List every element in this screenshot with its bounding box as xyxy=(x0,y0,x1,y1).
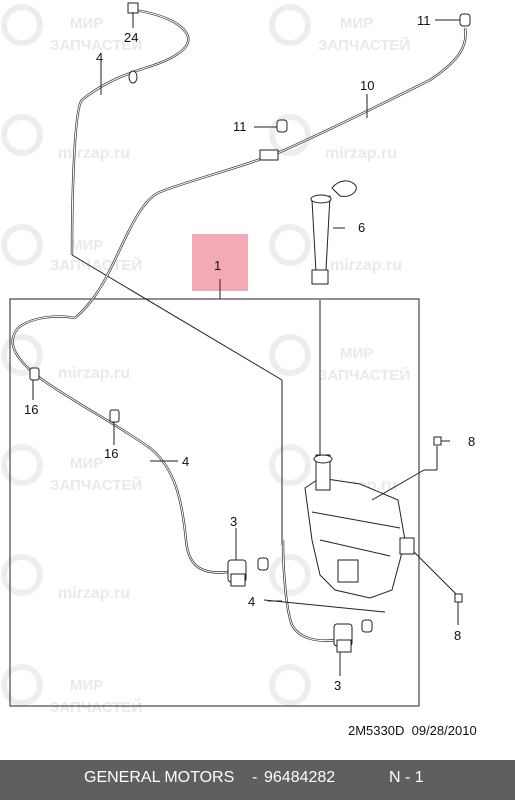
leader-line xyxy=(413,551,459,597)
nozzle[interactable] xyxy=(276,119,288,133)
callout-4[interactable]: 4 xyxy=(248,594,255,609)
watermark-layer: МИР ЗАПЧАСТЕЙ МИР ЗАПЧАСТЕЙ mirzap.ru mi… xyxy=(1,4,410,716)
footer-separator: - xyxy=(252,769,258,786)
hose-10[interactable] xyxy=(74,27,467,319)
hose-connector[interactable] xyxy=(259,149,279,161)
top-nozzle-connector[interactable] xyxy=(127,2,139,14)
nozzle[interactable] xyxy=(459,13,471,27)
hose-clip[interactable] xyxy=(29,367,40,381)
callout-11[interactable]: 11 xyxy=(233,119,247,134)
callout-3[interactable]: 3 xyxy=(334,678,341,693)
watermark-text: mirzap.ru xyxy=(325,145,397,162)
drawing-date: 09/28/2010 xyxy=(411,723,477,738)
watermark-text: mirzap.ru xyxy=(58,365,130,382)
watermark-logo-icon xyxy=(1,4,311,706)
watermark-text: ЗАПЧАСТЕЙ xyxy=(318,36,410,54)
callout-11[interactable]: 11 xyxy=(417,13,431,28)
washer-pump[interactable] xyxy=(227,557,269,587)
leader-line xyxy=(263,599,386,613)
hose-joint[interactable] xyxy=(128,70,138,84)
drawing-reference: 2M5330D 09/28/2010 xyxy=(348,723,477,738)
callout-10[interactable]: 10 xyxy=(360,78,374,93)
watermark-text: МИР xyxy=(70,15,103,32)
watermark-text: ЗАПЧАСТЕЙ xyxy=(50,698,142,716)
footer-bar: GENERAL MOTORS - 96484282 N - 1 xyxy=(0,760,515,800)
parts-diagram: МИР ЗАПЧАСТЕЙ МИР ЗАПЧАСТЕЙ mirzap.ru mi… xyxy=(1,2,475,716)
watermark-text: МИР xyxy=(70,237,103,254)
callout-16[interactable]: 16 xyxy=(24,402,38,417)
leader-line xyxy=(371,469,425,501)
bolt[interactable] xyxy=(433,436,450,446)
footer-part-number: 96484282 xyxy=(264,769,336,786)
bolt[interactable] xyxy=(454,593,463,625)
watermark-text: mirzap.ru xyxy=(330,257,402,274)
callout-4[interactable]: 4 xyxy=(96,50,103,65)
callout-24[interactable]: 24 xyxy=(124,30,138,45)
hose-clip[interactable] xyxy=(109,409,120,423)
washer-pump[interactable] xyxy=(333,619,373,653)
watermark-text: МИР xyxy=(70,455,103,472)
watermark-text: МИР xyxy=(340,345,373,362)
watermark-text: МИР xyxy=(70,677,103,694)
callout-1[interactable]: 1 xyxy=(214,258,221,273)
assembly-frame xyxy=(9,298,420,707)
watermark-text: МИР xyxy=(340,15,373,32)
filler-neck[interactable] xyxy=(310,180,357,285)
footer-brand: GENERAL MOTORS xyxy=(84,769,235,786)
watermark-text: ЗАПЧАСТЕЙ xyxy=(318,366,410,384)
watermark-text: ЗАПЧАСТЕЙ xyxy=(50,476,142,494)
hose-lower[interactable] xyxy=(281,539,337,642)
callout-3[interactable]: 3 xyxy=(230,514,237,529)
watermark-text: mirzap.ru xyxy=(58,585,130,602)
callout-6[interactable]: 6 xyxy=(358,220,365,235)
hose-lower-left[interactable] xyxy=(11,315,229,574)
callout-8[interactable]: 8 xyxy=(454,628,461,643)
footer-index: N - 1 xyxy=(389,769,424,786)
callout-16[interactable]: 16 xyxy=(104,446,118,461)
washer-reservoir[interactable] xyxy=(304,454,415,599)
callout-4[interactable]: 4 xyxy=(182,454,189,469)
drawing-code: 2M5330D xyxy=(348,723,405,738)
watermark-text: mirzap.ru xyxy=(58,145,130,162)
callout-8[interactable]: 8 xyxy=(468,434,475,449)
leader-line xyxy=(71,254,283,381)
watermark-text: ЗАПЧАСТЕЙ xyxy=(50,256,142,274)
watermark-text: ЗАПЧАСТЕЙ xyxy=(50,36,142,54)
